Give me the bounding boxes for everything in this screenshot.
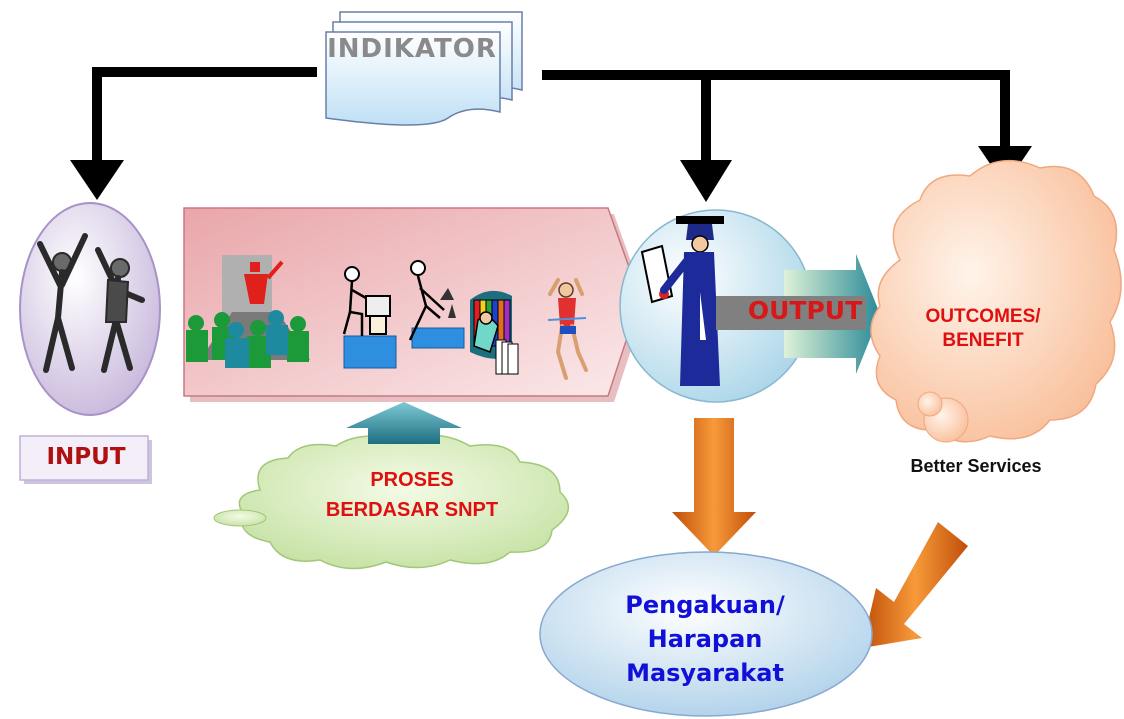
outcomes-label: OUTCOMES/ BENEFIT — [893, 305, 1073, 353]
document-stack-icon — [325, 11, 523, 126]
input-box — [19, 435, 152, 484]
proses-label: PROSES BERDASAR SNPT — [322, 465, 502, 525]
input-ellipse — [19, 202, 161, 416]
pengakuan-line3: Masyarakat — [626, 659, 784, 687]
runner-icon — [547, 278, 588, 380]
better-services-caption: Better Services — [910, 456, 1042, 476]
outcomes-line2: BENEFIT — [942, 330, 1024, 351]
student-desk-icon — [342, 266, 397, 369]
pengakuan-label: Pengakuan/ Harapan Masyarakat — [570, 588, 840, 690]
orange-down-arrow — [672, 418, 756, 556]
pengakuan-ellipse — [539, 551, 873, 717]
pengakuan-line1: Pengakuan/ — [625, 591, 785, 619]
outcomes-line1: OUTCOMES/ — [925, 306, 1041, 327]
indikator-connectors — [70, 67, 1032, 202]
pengakuan-line2: Harapan — [647, 625, 763, 653]
proses-line1: PROSES — [370, 469, 454, 491]
proses-line2: BERDASAR SNPT — [325, 499, 499, 521]
output-band — [716, 296, 866, 330]
reader-icon — [470, 290, 519, 375]
orange-diagonal-arrow — [862, 522, 968, 648]
indikator-label: INDIKATOR — [327, 34, 497, 64]
graduate-icon — [640, 216, 724, 386]
output-label: OUTPUT — [747, 296, 863, 325]
researcher-icon — [408, 260, 465, 349]
meeting-icon — [186, 255, 310, 368]
people-celebrating-icon — [37, 233, 145, 373]
input-label: INPUT — [46, 444, 126, 470]
proses-cloud — [213, 434, 569, 570]
outcomes-cloud — [870, 159, 1122, 443]
proses-up-arrow — [346, 402, 462, 444]
